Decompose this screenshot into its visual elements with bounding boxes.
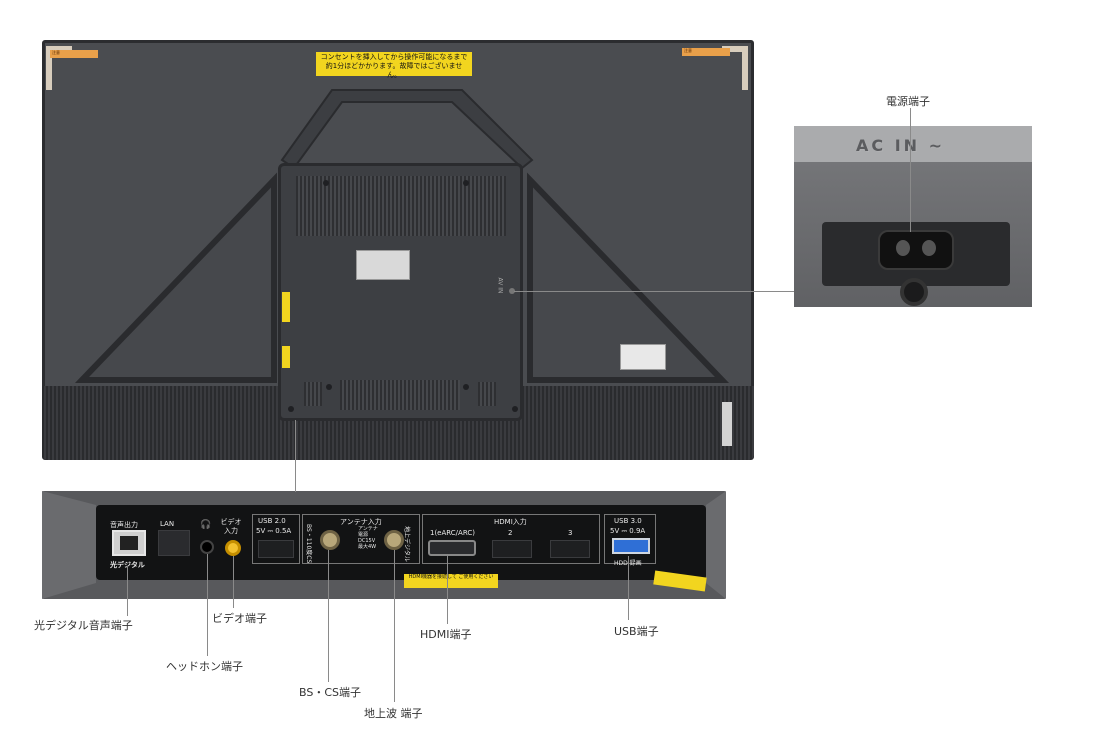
hdmi1-port[interactable] <box>428 540 476 556</box>
optical-header: 音声出力 <box>110 521 138 529</box>
callout-terrestrial: 地上波 端子 <box>364 707 423 720</box>
screw <box>463 384 469 390</box>
hdmi-frame <box>422 514 600 564</box>
antenna-frame <box>302 514 420 564</box>
hdmi2-port[interactable] <box>492 540 532 558</box>
hdmi-warning-sticker: HDMI機器を接続して ご使用ください <box>404 574 498 588</box>
video-header: ビデオ 入力 <box>220 518 242 535</box>
optical-port-opening <box>120 536 138 550</box>
callout-line-bs-cs <box>328 550 329 682</box>
usb2-frame <box>252 514 300 564</box>
callout-bs-cs: BS・CS端子 <box>299 686 361 699</box>
callout-usb: USB端子 <box>614 625 659 638</box>
bs-label: BS・110度CS <box>305 524 312 564</box>
headphone-jack[interactable] <box>200 540 214 554</box>
ac-inset-top-surface <box>794 126 1032 162</box>
corner-bracket-left <box>46 46 72 90</box>
bs-cs-connector[interactable] <box>320 530 340 550</box>
lan-header: LAN <box>160 520 175 528</box>
screw-head <box>900 278 928 306</box>
hdmi-header: HDMI入力 <box>494 518 527 526</box>
video-jack[interactable] <box>225 540 241 556</box>
callout-line-power <box>910 108 911 232</box>
ac-inlet-point <box>509 288 515 294</box>
screw <box>323 180 329 186</box>
usb2-port[interactable] <box>258 540 294 558</box>
ac-socket[interactable] <box>878 230 954 270</box>
rating-label <box>356 250 410 280</box>
usb3-frame <box>604 514 656 564</box>
lan-port[interactable] <box>158 530 190 556</box>
stand-frame <box>74 89 730 383</box>
vent-bottom-left <box>304 382 322 406</box>
callout-headphone: ヘッドホン端子 <box>166 660 243 673</box>
side-sticker <box>722 402 732 446</box>
hdmi1-label: 1(eARC/ARC) <box>430 529 475 537</box>
hdmi3-label: 3 <box>568 529 573 537</box>
corner-caution-tag-left: 注意 <box>50 50 98 58</box>
corner-caution-tag-right: 注意 <box>682 48 730 56</box>
side-warning-sticker <box>282 292 290 322</box>
callout-power: 電源端子 <box>886 95 930 108</box>
callout-line-headphone <box>207 554 208 656</box>
antenna-power-note: アンテナ電源 DC15V 最大4W <box>358 526 378 550</box>
ac-in-engraving: AC IN ~ <box>856 136 946 155</box>
screw <box>463 180 469 186</box>
ac-socket-pin <box>922 240 936 256</box>
antenna-header: アンテナ入力 <box>340 518 382 526</box>
hdmi2-label: 2 <box>508 529 513 537</box>
usb2-header: USB 2.0 <box>258 517 286 525</box>
usb3-rating: 5V ⎓ 0.9A <box>610 527 646 535</box>
usb3-port[interactable] <box>612 538 650 554</box>
callout-hdmi: HDMI端子 <box>420 628 472 641</box>
callout-line-panel <box>295 420 296 492</box>
side-warning-sticker <box>282 346 290 368</box>
callout-line-video <box>233 556 234 608</box>
model-label <box>620 344 666 370</box>
optical-label: 光デジタル <box>110 561 145 569</box>
connector-panel-bevel <box>42 491 726 599</box>
hdmi3-port[interactable] <box>550 540 590 558</box>
callout-line-power-horizontal <box>514 291 794 292</box>
callout-line-terrestrial <box>394 550 395 702</box>
vent-bottom-right <box>478 382 496 406</box>
screw <box>288 406 294 412</box>
ac-socket-pin <box>896 240 910 256</box>
callout-optical: 光デジタル音声端子 <box>34 619 133 632</box>
usb3-sub-label: HDD 録画 <box>614 560 642 567</box>
terrestrial-label: 地上デジタル <box>403 526 410 562</box>
terrestrial-connector[interactable] <box>384 530 404 550</box>
vent-top <box>296 176 506 236</box>
av-in-label: AV IN <box>496 277 504 294</box>
callout-line-usb <box>628 556 629 620</box>
callout-line-hdmi <box>447 556 448 624</box>
usb3-header: USB 3.0 <box>614 517 642 525</box>
corner-bracket-right <box>722 46 748 90</box>
headphone-icon: 🎧 <box>200 520 212 530</box>
callout-video: ビデオ端子 <box>212 612 267 625</box>
optical-port[interactable] <box>112 530 146 556</box>
screw <box>512 406 518 412</box>
vent-bottom <box>340 380 460 410</box>
caution-label: コンセントを挿入してから操作可能になるまで 約1分ほどかかります。故障ではござい… <box>316 52 472 79</box>
callout-line-optical <box>127 566 128 616</box>
usb2-rating: 5V ⎓ 0.5A <box>256 527 292 535</box>
ac-inlet-closeup: AC IN ~ <box>794 126 1032 307</box>
screw <box>326 384 332 390</box>
